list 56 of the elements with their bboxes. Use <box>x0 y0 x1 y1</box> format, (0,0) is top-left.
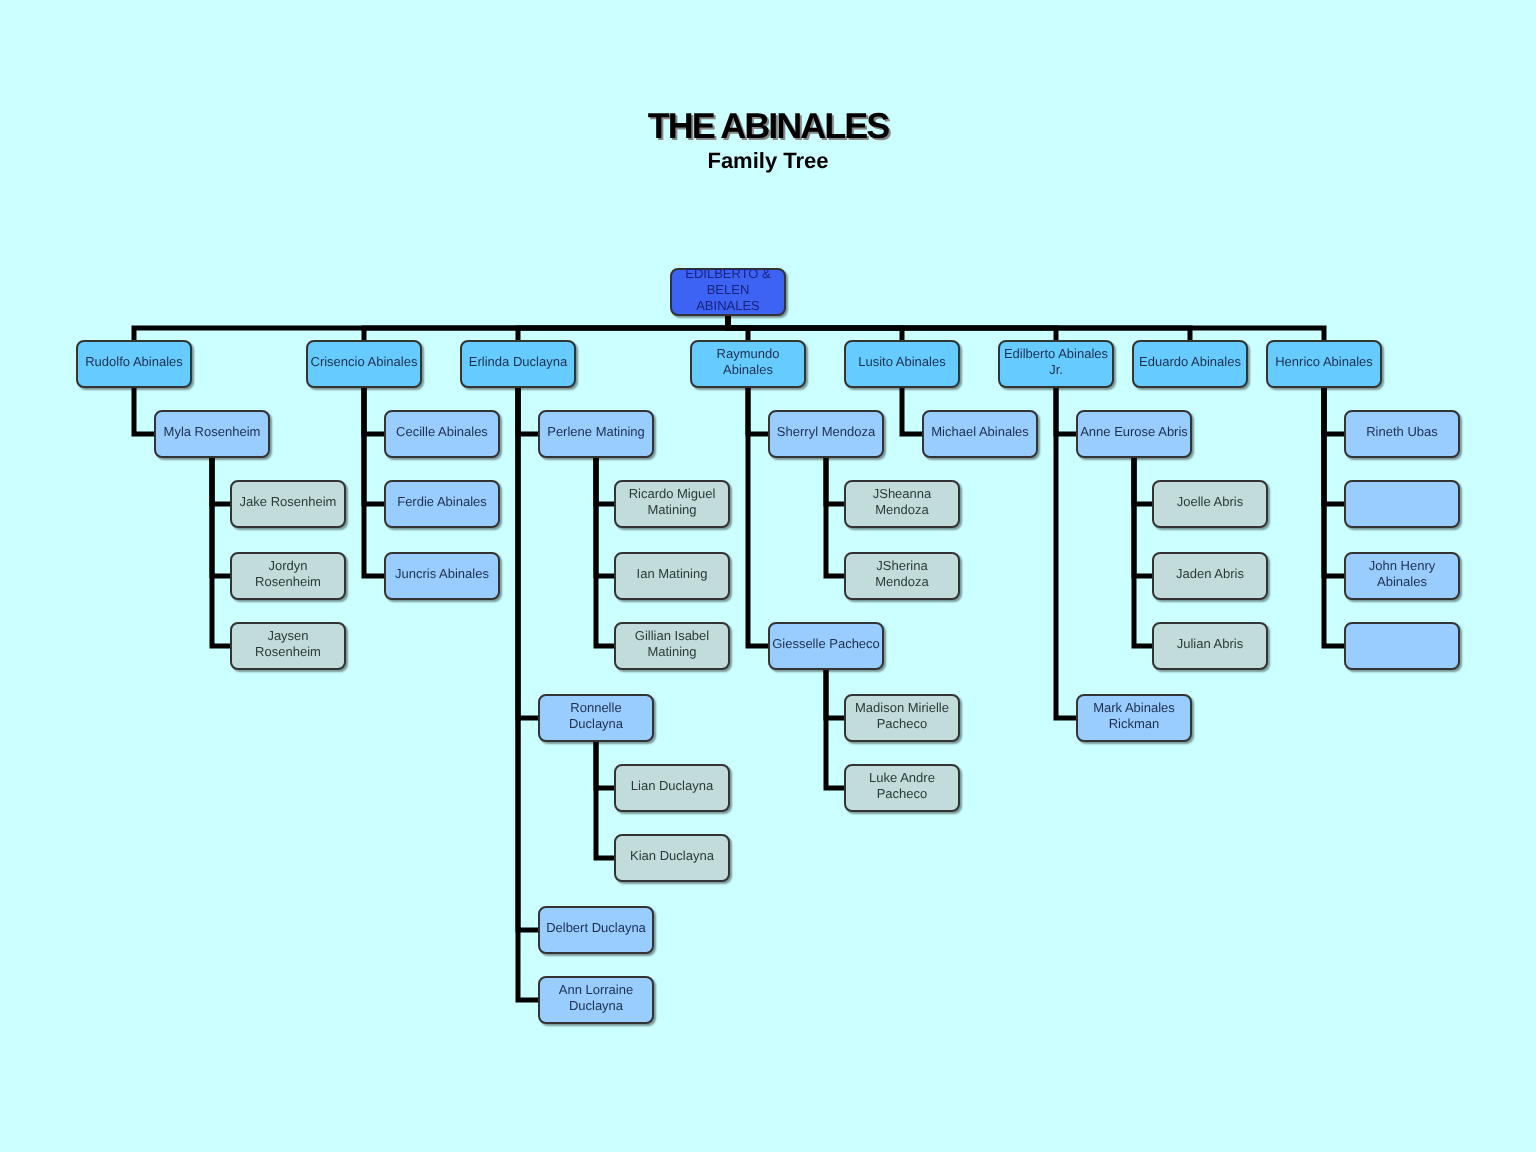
person-box <box>538 976 654 1024</box>
person-box <box>538 694 654 742</box>
tree-connector <box>899 388 922 437</box>
person-box <box>614 622 730 670</box>
tree-connector <box>593 742 614 861</box>
person-box <box>844 764 960 812</box>
person-box <box>1152 622 1268 670</box>
empty-box <box>1344 480 1460 528</box>
person-box <box>384 552 500 600</box>
person-box <box>614 552 730 600</box>
tree-connector <box>209 458 230 649</box>
tree-connector <box>823 670 844 791</box>
person-box <box>1344 552 1460 600</box>
person-box <box>614 764 730 812</box>
tree-connector <box>361 388 384 579</box>
person-box <box>768 410 884 458</box>
person-box <box>844 480 960 528</box>
person-box <box>384 480 500 528</box>
person-box <box>460 340 576 388</box>
person-box <box>538 410 654 458</box>
tree-connector <box>131 388 154 437</box>
subtitle: Family Tree <box>707 148 829 176</box>
tree-connector <box>1053 388 1076 721</box>
person-box <box>614 834 730 882</box>
person-box <box>844 552 960 600</box>
person-box <box>1152 480 1268 528</box>
tree-connector <box>725 316 1327 340</box>
person-box <box>1076 694 1192 742</box>
person-box <box>154 410 270 458</box>
person-box <box>306 340 422 388</box>
tree-connector <box>1131 458 1152 649</box>
empty-box <box>1344 622 1460 670</box>
person-box <box>998 340 1114 388</box>
person-box <box>1344 410 1460 458</box>
person-box <box>1266 340 1382 388</box>
person-box <box>230 622 346 670</box>
person-box <box>768 622 884 670</box>
person-box <box>614 480 730 528</box>
tree-connector <box>593 458 614 649</box>
person-box <box>230 480 346 528</box>
person-box <box>844 340 960 388</box>
person-box <box>1076 410 1192 458</box>
person-box <box>922 410 1038 458</box>
person-box <box>690 340 806 388</box>
person-box <box>1152 552 1268 600</box>
person-box <box>670 268 786 316</box>
person-box <box>230 552 346 600</box>
person-box <box>844 694 960 742</box>
person-box <box>76 340 192 388</box>
title: THE ABINALES <box>647 104 889 148</box>
tree-connector <box>745 388 768 649</box>
tree-connector <box>1321 388 1344 649</box>
person-box <box>384 410 500 458</box>
person-box <box>538 906 654 954</box>
tree-connector <box>823 458 844 579</box>
person-box <box>1132 340 1248 388</box>
